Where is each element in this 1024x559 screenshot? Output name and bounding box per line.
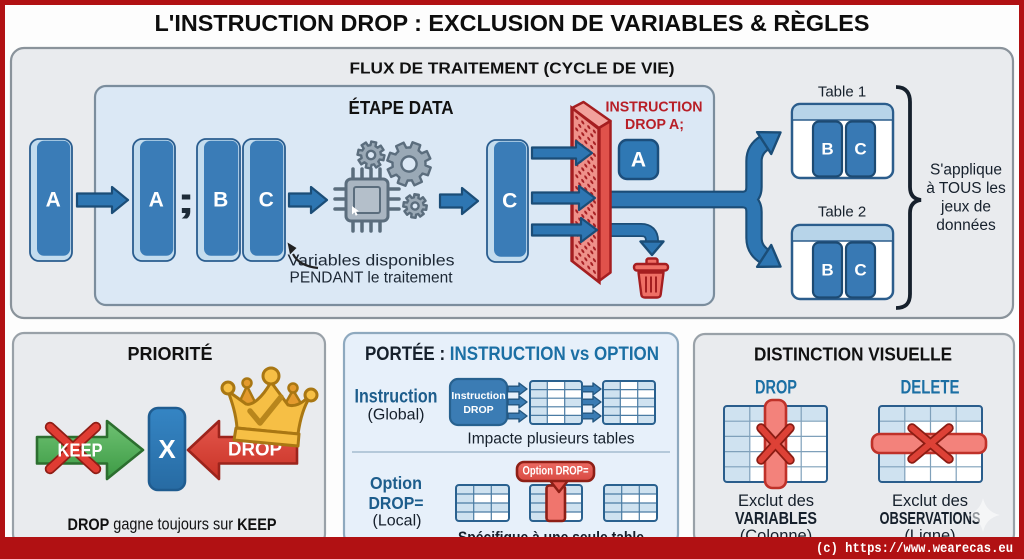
svg-text:VARIABLES: VARIABLES bbox=[735, 508, 817, 528]
svg-text:B: B bbox=[821, 261, 833, 280]
svg-text:Instruction: Instruction bbox=[355, 387, 438, 408]
svg-text:A: A bbox=[631, 149, 646, 172]
svg-text:données: données bbox=[936, 217, 996, 234]
svg-text:PRIORITÉ: PRIORITÉ bbox=[127, 343, 212, 364]
svg-text:A: A bbox=[149, 189, 164, 212]
svg-text:B: B bbox=[213, 189, 228, 212]
svg-text:A: A bbox=[46, 189, 61, 212]
svg-text:Instruction: Instruction bbox=[451, 390, 505, 402]
svg-text:Exclut des: Exclut des bbox=[738, 492, 814, 510]
svg-text:PORTÉE : INSTRUCTION vs OPTION: PORTÉE : INSTRUCTION vs OPTION bbox=[365, 343, 659, 365]
svg-text:DISTINCTION VISUELLE: DISTINCTION VISUELLE bbox=[754, 344, 952, 365]
svg-text:KEEP: KEEP bbox=[58, 440, 103, 461]
svg-text:DROP: DROP bbox=[463, 404, 493, 416]
svg-text:DROP A;: DROP A; bbox=[625, 116, 684, 133]
svg-text:jeux de: jeux de bbox=[940, 199, 991, 216]
svg-text:PENDANT le traitement: PENDANT le traitement bbox=[290, 270, 454, 287]
svg-text:INSTRUCTION: INSTRUCTION bbox=[606, 99, 703, 116]
svg-text:DROP gagne toujours sur KEEP: DROP gagne toujours sur KEEP bbox=[68, 515, 277, 534]
svg-text:Table 1: Table 1 bbox=[818, 84, 866, 101]
svg-text:Option DROP=: Option DROP= bbox=[523, 466, 589, 478]
svg-text:C: C bbox=[259, 189, 274, 212]
svg-text:à TOUS les: à TOUS les bbox=[926, 180, 1006, 197]
svg-text:DROP: DROP bbox=[755, 378, 797, 399]
svg-text:(c) https://www.wearecas.eu: (c) https://www.wearecas.eu bbox=[816, 541, 1013, 557]
svg-text:DELETE: DELETE bbox=[901, 378, 960, 399]
svg-text:Impacte plusieurs tables: Impacte plusieurs tables bbox=[467, 431, 634, 448]
svg-text:FLUX DE TRAITEMENT (CYCLE DE V: FLUX DE TRAITEMENT (CYCLE DE VIE) bbox=[350, 61, 675, 78]
svg-text:S'applique: S'applique bbox=[930, 162, 1002, 179]
svg-text:B: B bbox=[821, 140, 833, 159]
svg-text:(Local): (Local) bbox=[373, 513, 422, 530]
svg-text:Table 2: Table 2 bbox=[818, 204, 866, 221]
svg-text:DROP=: DROP= bbox=[369, 493, 424, 513]
svg-text:OBSERVATIONS: OBSERVATIONS bbox=[880, 508, 981, 528]
svg-text:X: X bbox=[158, 434, 176, 464]
svg-text:ÉTAPE DATA: ÉTAPE DATA bbox=[349, 97, 454, 118]
svg-text:;: ; bbox=[176, 181, 196, 221]
svg-text:C: C bbox=[854, 261, 866, 280]
svg-text:L'INSTRUCTION DROP : EXCLUSION: L'INSTRUCTION DROP : EXCLUSION DE VARIAB… bbox=[155, 9, 870, 36]
svg-text:Variables disponibles: Variables disponibles bbox=[288, 253, 455, 270]
svg-text:C: C bbox=[854, 140, 866, 159]
svg-text:Option: Option bbox=[370, 473, 422, 493]
svg-text:C: C bbox=[502, 190, 517, 213]
svg-text:Exclut des: Exclut des bbox=[892, 492, 968, 510]
svg-text:(Global): (Global) bbox=[368, 407, 425, 424]
